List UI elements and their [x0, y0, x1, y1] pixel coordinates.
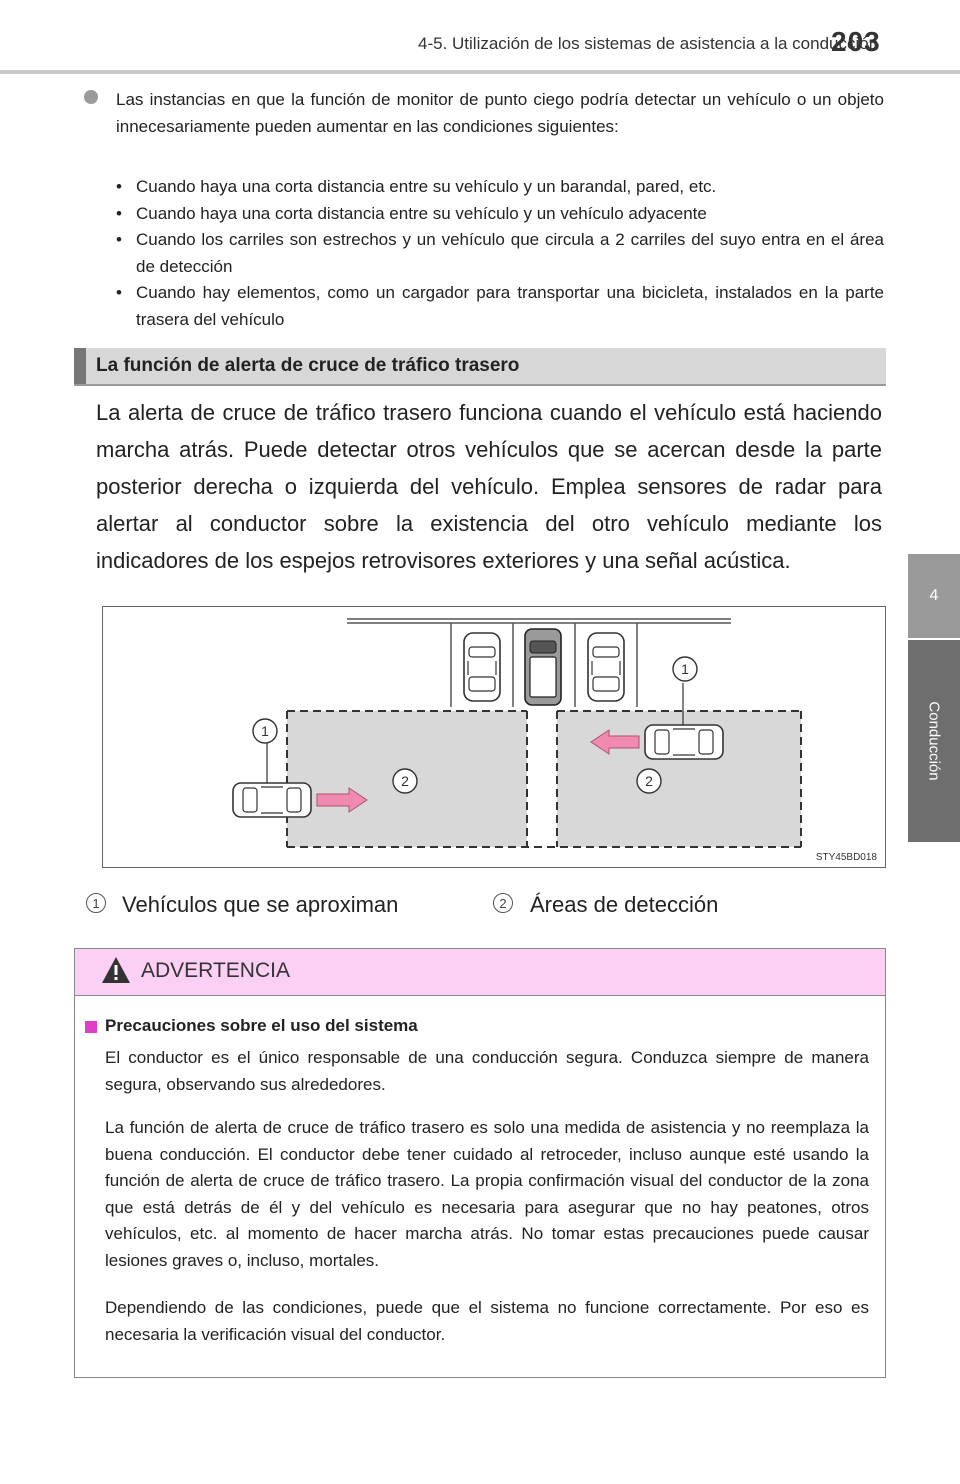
- legend-number-1: 1: [86, 893, 106, 913]
- list-item: Cuando haya una corta distancia entre su…: [116, 201, 884, 228]
- chapter-tab-number: 4: [908, 554, 960, 638]
- condition-list: Cuando haya una corta distancia entre su…: [116, 174, 884, 333]
- section-rule: [74, 384, 886, 386]
- parked-car: [587, 632, 625, 702]
- svg-text:1: 1: [261, 723, 269, 739]
- header-rule: [0, 70, 960, 74]
- legend-label-1: Vehículos que se aproximan: [122, 892, 399, 917]
- arrow-right-icon: [316, 787, 368, 813]
- running-header: 4-5. Utilización de los sistemas de asis…: [418, 34, 879, 53]
- warning-header: ADVERTENCIA: [75, 949, 885, 996]
- arrow-left-icon: [590, 729, 640, 755]
- callout-2-right: 2: [636, 768, 662, 794]
- legend-label-2: Áreas de detección: [530, 892, 719, 917]
- warning-paragraph: El conductor es el único responsable de …: [105, 1048, 869, 1094]
- svg-text:1: 1: [681, 661, 689, 677]
- callout-1-right: 1: [672, 656, 698, 682]
- warning-box: ADVERTENCIA Precauciones sobre el uso de…: [74, 948, 886, 1378]
- rcta-diagram: 1 1 2 2: [232, 618, 802, 848]
- bullet-paragraph: Las instancias en que la función de moni…: [116, 90, 884, 136]
- legend-number-2: 2: [493, 893, 513, 913]
- figure-code: STY45BD018: [815, 852, 877, 863]
- bullet-icon: [84, 90, 98, 104]
- warning-title: ADVERTENCIA: [141, 959, 290, 982]
- approaching-car-right: [644, 724, 724, 760]
- list-item: Cuando hay elementos, como un cargador p…: [116, 280, 884, 333]
- warning-icon: [102, 957, 130, 983]
- warning-paragraph: La función de alerta de cruce de tráfico…: [105, 1118, 869, 1270]
- svg-text:2: 2: [401, 773, 409, 789]
- square-bullet-icon: [85, 1021, 97, 1033]
- own-car: [524, 628, 562, 706]
- chapter-number: 4: [929, 587, 939, 604]
- chapter-label: Conducción: [925, 701, 943, 781]
- callout-2-left: 2: [392, 768, 418, 794]
- section-intro: La alerta de cruce de tráfico trasero fu…: [96, 400, 882, 573]
- chapter-tab-label: Conducción: [908, 640, 960, 842]
- list-item: Cuando los carriles son estrechos y un v…: [116, 227, 884, 280]
- warning-subheading: Precauciones sobre el uso del sistema: [105, 1016, 418, 1035]
- parked-car: [463, 632, 501, 702]
- rcta-illustration: 1 1 2 2 STY45BD018: [102, 606, 886, 868]
- list-item: Cuando haya una corta distancia entre su…: [116, 174, 884, 201]
- approaching-car-left: [232, 782, 312, 818]
- page-number: 203: [831, 26, 881, 57]
- svg-text:2: 2: [645, 773, 653, 789]
- callout-1-left: 1: [252, 718, 278, 744]
- section-heading: La función de alerta de cruce de tráfico…: [74, 348, 886, 384]
- warning-paragraph: Dependiendo de las condiciones, puede qu…: [105, 1298, 869, 1344]
